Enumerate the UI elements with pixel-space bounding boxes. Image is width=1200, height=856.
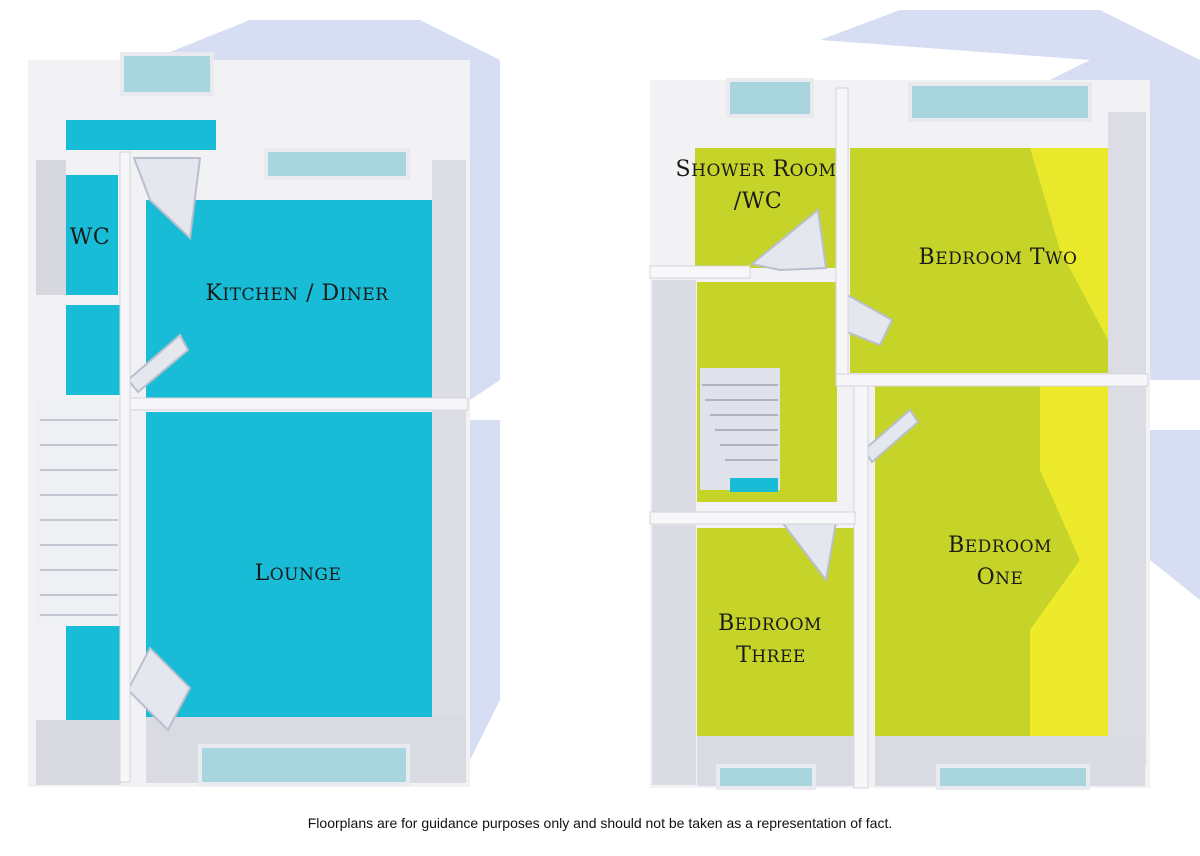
- label-bedroom-three-line2: THREE: [736, 643, 806, 668]
- partition-vertical-upper: [835, 87, 849, 383]
- porch-floor: [66, 120, 216, 150]
- bedroom-three-left-wall: [652, 525, 696, 785]
- lounge-door: [126, 646, 192, 732]
- kitchen-floor: [146, 200, 434, 400]
- porch-window: [120, 52, 214, 96]
- first-stairs: [700, 368, 780, 492]
- kitchen-lounge-wall: [127, 397, 469, 411]
- wc-wall-shade: [36, 160, 66, 295]
- lounge-window: [198, 744, 410, 786]
- label-lounge: LOUNGE: [255, 561, 342, 586]
- lounge-floor: [146, 412, 434, 717]
- label-bedroom-two: BEDROOM TWO: [919, 245, 1078, 270]
- bedroom-two-light: [1030, 148, 1108, 340]
- ground-floor: [28, 52, 470, 787]
- hall-floor: [66, 305, 121, 395]
- shower-door: [749, 208, 828, 272]
- bedroom-one-wall-shade: [1108, 386, 1146, 766]
- kitchen-door: [132, 157, 202, 241]
- bedroom-two-window: [908, 82, 1092, 122]
- kitchen-hall-door: [126, 333, 190, 394]
- bedroom-one-light: [1030, 386, 1108, 736]
- shower-window: [726, 78, 814, 118]
- partition-horizontal-bed3: [649, 511, 856, 525]
- first-floor: [649, 78, 1150, 790]
- disclaimer-text: Floorplans are for guidance purposes onl…: [307, 815, 893, 831]
- label-bedroom-one-line2: ONE: [977, 565, 1024, 590]
- label-shower-room-line2: /WC: [734, 189, 782, 214]
- hall-lower-wall: [36, 720, 121, 785]
- kitchen-wall-shade: [432, 160, 466, 400]
- hall-partition: [119, 151, 131, 783]
- ground-stairs: [36, 398, 121, 626]
- first-shadows: [820, 10, 1200, 600]
- label-bedroom-one-line1: BEDROOM: [948, 533, 1052, 558]
- partition-horizontal-beds: [835, 373, 1149, 387]
- partition-vertical-center: [853, 379, 869, 789]
- bedroom-three-window: [716, 764, 816, 790]
- landing-left-wall: [652, 280, 696, 515]
- label-bedroom-three-line1: BEDROOM: [718, 611, 822, 636]
- wc-floor: [66, 175, 118, 295]
- hall-floor-lower: [66, 625, 121, 720]
- kitchen-window: [264, 148, 410, 180]
- label-wc: WC: [70, 225, 110, 250]
- label-shower-room-line1: SHOWER ROOM: [676, 157, 837, 182]
- bedroom-one-door: [862, 408, 920, 464]
- label-kitchen-diner: KITCHEN / DINER: [205, 281, 389, 306]
- partition-horizontal-shower: [649, 265, 751, 279]
- lounge-wall-shade: [432, 410, 466, 720]
- bedroom-one-window: [936, 764, 1090, 790]
- bedroom-two-wall-shade: [1108, 112, 1146, 374]
